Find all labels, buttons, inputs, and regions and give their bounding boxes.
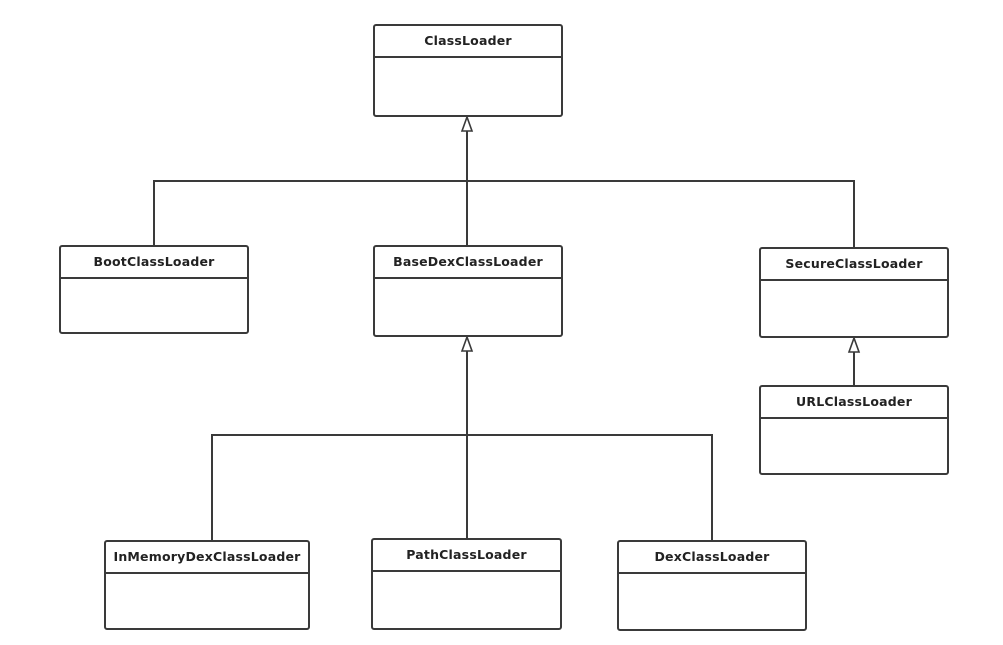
- class-basedexclassloader: BaseDexClassLoader: [373, 245, 563, 337]
- class-name-basedexclassloader: BaseDexClassLoader: [375, 247, 561, 279]
- class-dexclassloader: DexClassLoader: [617, 540, 807, 631]
- class-secureclassloader: SecureClassLoader: [759, 247, 949, 338]
- class-inmemorydexclassloader: InMemoryDexClassLoader: [104, 540, 310, 630]
- class-name-pathclassloader: PathClassLoader: [373, 540, 560, 572]
- class-name-dexclassloader: DexClassLoader: [619, 542, 805, 574]
- class-name-secureclassloader: SecureClassLoader: [761, 249, 947, 281]
- class-classloader: ClassLoader: [373, 24, 563, 117]
- class-name-urlclassloader: URLClassLoader: [761, 387, 947, 419]
- edge-inmemorydexclassloader-to-basedexclassloader: [211, 351, 468, 540]
- inherit-arrow-secureclassloader: [847, 335, 861, 353]
- inherit-arrow-basedexclassloader: [460, 334, 474, 352]
- class-pathclassloader: PathClassLoader: [371, 538, 562, 630]
- class-bootclassloader: BootClassLoader: [59, 245, 249, 334]
- edge-dexclassloader-to-basedexclassloader: [467, 434, 713, 540]
- class-name-classloader: ClassLoader: [375, 26, 561, 58]
- inherit-arrow-classloader: [460, 114, 474, 132]
- edge-secureclassloader-to-classloader: [467, 180, 855, 247]
- class-urlclassloader: URLClassLoader: [759, 385, 949, 475]
- class-name-inmemorydexclassloader: InMemoryDexClassLoader: [106, 542, 308, 574]
- edge-bootclassloader-to-classloader: [153, 131, 468, 245]
- class-name-bootclassloader: BootClassLoader: [61, 247, 247, 279]
